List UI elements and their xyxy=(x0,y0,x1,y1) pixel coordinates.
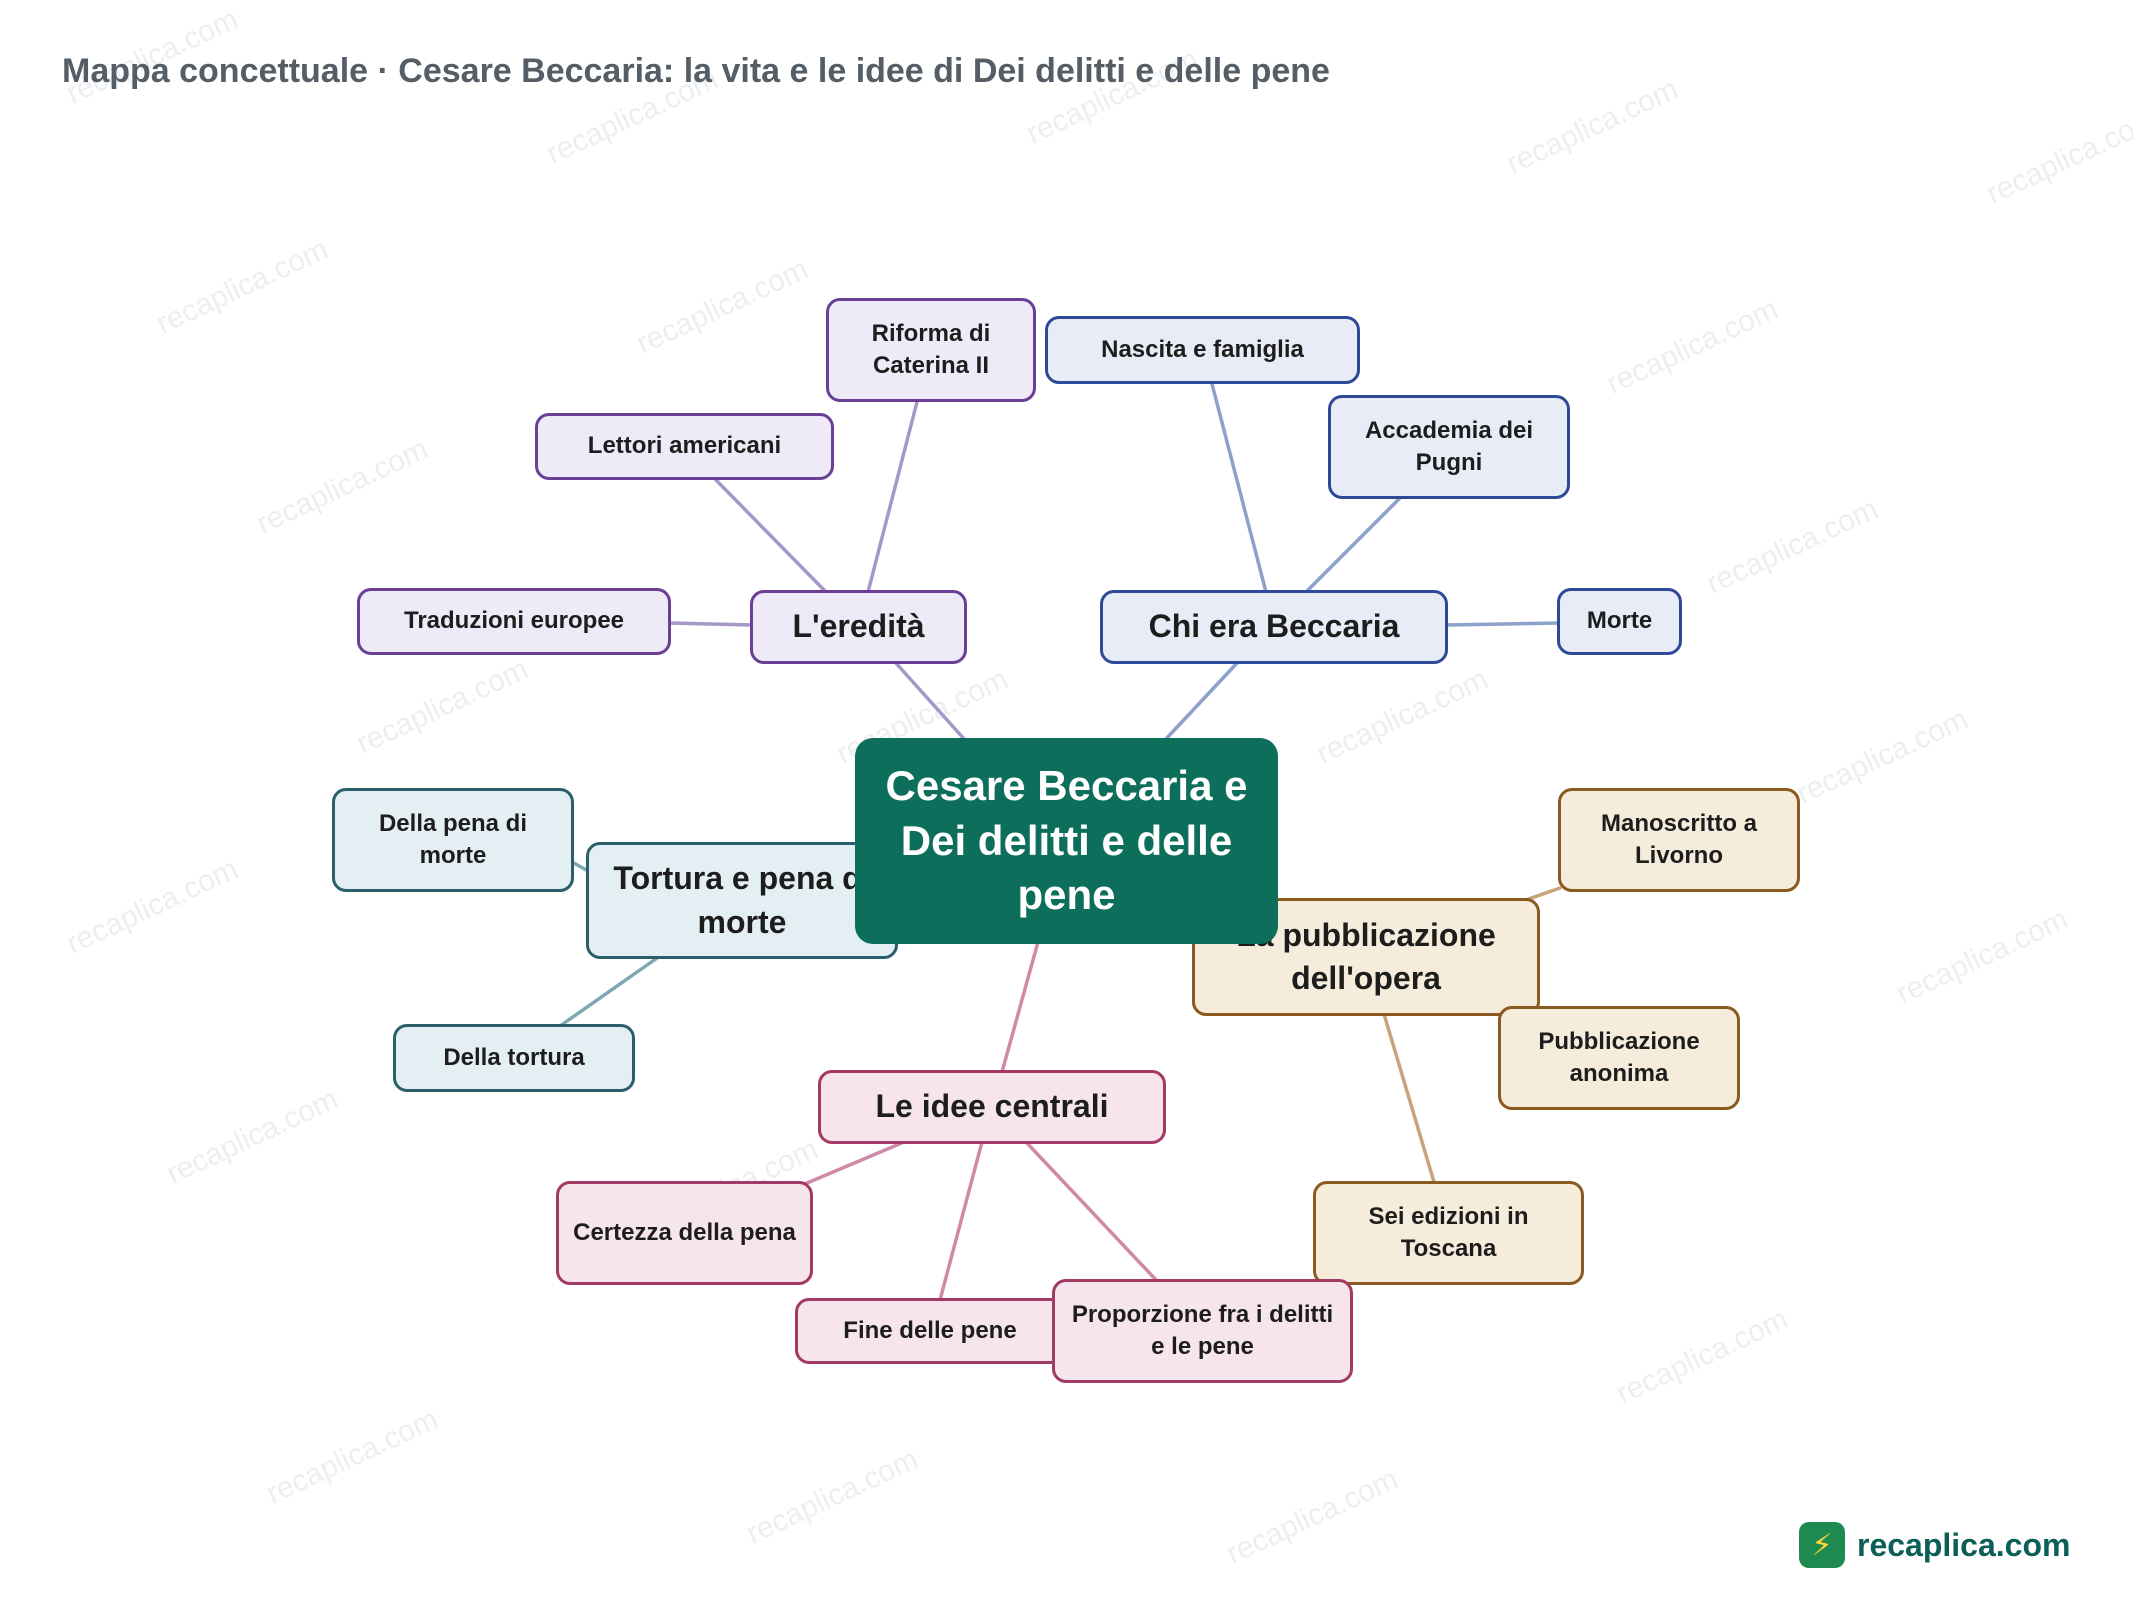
node-della-pena-di-morte: Della pena di morte xyxy=(332,788,574,892)
node-proporzione-delitti-pene: Proporzione fra i delitti e le pene xyxy=(1052,1279,1353,1383)
node-idee-centrali: Le idee centrali xyxy=(818,1070,1166,1144)
page-title: Mappa concettuale · Cesare Beccaria: la … xyxy=(62,52,1330,90)
node-eredita: L'eredità xyxy=(750,590,967,664)
link-eredita-traduzioni xyxy=(668,621,754,627)
link-center-chi-era xyxy=(1163,660,1240,742)
node-tortura-pena-morte: Tortura e pena di morte xyxy=(586,842,898,959)
node-manoscritto-livorno: Manoscritto a Livorno xyxy=(1558,788,1800,892)
node-accademia-pugni: Accademia dei Pugni xyxy=(1328,395,1570,499)
link-idee-proporzione xyxy=(1024,1140,1160,1284)
node-fine-pene: Fine delle pene xyxy=(795,1298,1065,1364)
link-chi-nascita xyxy=(1210,382,1268,594)
brand-name: recaplica.com xyxy=(1857,1526,2071,1563)
link-chi-accademia xyxy=(1304,496,1402,594)
node-riforma-caterina: Riforma di Caterina II xyxy=(826,298,1036,402)
link-eredita-riforma xyxy=(866,400,919,594)
link-eredita-lettori xyxy=(714,478,828,594)
node-della-tortura: Della tortura xyxy=(393,1024,635,1092)
node-sei-edizioni-toscana: Sei edizioni in Toscana xyxy=(1313,1181,1584,1285)
link-center-eredita xyxy=(893,660,967,742)
link-idee-fine xyxy=(938,1140,984,1302)
node-certezza-pena: Certezza della pena xyxy=(556,1181,813,1285)
node-lettori-americani: Lettori americani xyxy=(535,413,834,480)
link-chi-morte xyxy=(1444,621,1562,627)
node-morte: Morte xyxy=(1557,588,1682,655)
node-traduzioni-europee: Traduzioni europee xyxy=(357,588,671,655)
link-center-idee xyxy=(1000,940,1040,1074)
link-idee-certezza xyxy=(798,1140,906,1188)
lightning-bolt-icon: ⚡ xyxy=(1799,1522,1845,1568)
link-tortura-tortura xyxy=(558,954,662,1028)
node-chi-era-beccaria: Chi era Beccaria xyxy=(1100,590,1448,664)
node-pubblicazione-anonima: Pubblicazione anonima xyxy=(1498,1006,1740,1110)
node-nascita-famiglia: Nascita e famiglia xyxy=(1045,316,1360,384)
link-pubb-sei xyxy=(1382,1012,1436,1184)
node-central-topic: Cesare Beccaria e Dei delitti e delle pe… xyxy=(855,738,1278,944)
brand-logo[interactable]: ⚡ recaplica.com xyxy=(1799,1522,2070,1568)
